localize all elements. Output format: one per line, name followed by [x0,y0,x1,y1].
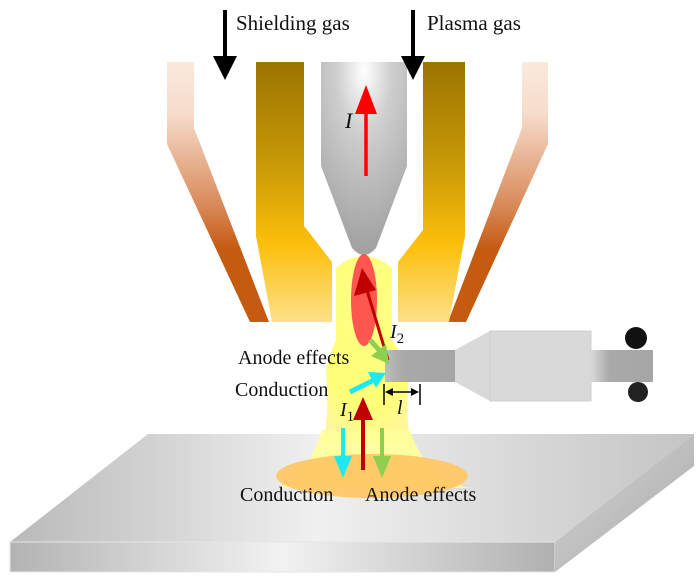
plate-front-face [9,541,556,573]
plasma-arc [276,254,470,498]
filler-wire [385,330,653,402]
electrode [321,62,407,255]
wire-conduction-label: Conduction [235,379,328,401]
anode-effects-arrow-wire [368,338,389,364]
plasma-gas-label: Plasma gas [427,11,521,35]
current-arrow-i1 [353,397,373,470]
wire-tip [385,350,455,382]
outer-nozzle-right [448,62,548,322]
wire-guide-body [489,330,592,402]
shielding-gas-label: Shielding gas [236,11,350,35]
current-i2-subscript: 2 [397,331,405,347]
inner-nozzle-right [398,62,465,322]
workpiece-conduction-label: Conduction [240,484,333,506]
current-i1-label: I1 [339,399,354,425]
weld-pool [276,454,468,498]
current-i2-label: I2 [389,321,404,347]
distance-marker [383,384,421,405]
distance-label: l [397,397,403,419]
wire-anode-effects-label: Anode effects [238,347,349,369]
conduction-arrow-workpiece [334,428,352,478]
anode-effects-arrow-workpiece [373,428,391,478]
conduction-arrow-wire [348,372,386,395]
shielding-gas-arrow [213,10,237,80]
arc-core [351,254,377,346]
inner-nozzle [256,62,465,322]
workpiece-anode-effects-label: Anode effects [365,484,476,506]
feed-roller-top [625,327,647,349]
current-total-label: I [344,108,354,133]
outer-nozzle-left [167,62,269,322]
current-i1-subscript: 1 [347,409,355,425]
current-arrow-total [355,85,377,176]
wire-guide-cone [455,331,490,401]
outer-nozzle [167,62,548,322]
inner-nozzle-left [256,62,332,322]
plasma-gas-arrow [401,10,425,80]
arc-column [322,256,412,444]
wire-feed-section [591,350,653,382]
feed-roller-bottom [628,382,648,402]
plate-side-face [555,434,694,572]
